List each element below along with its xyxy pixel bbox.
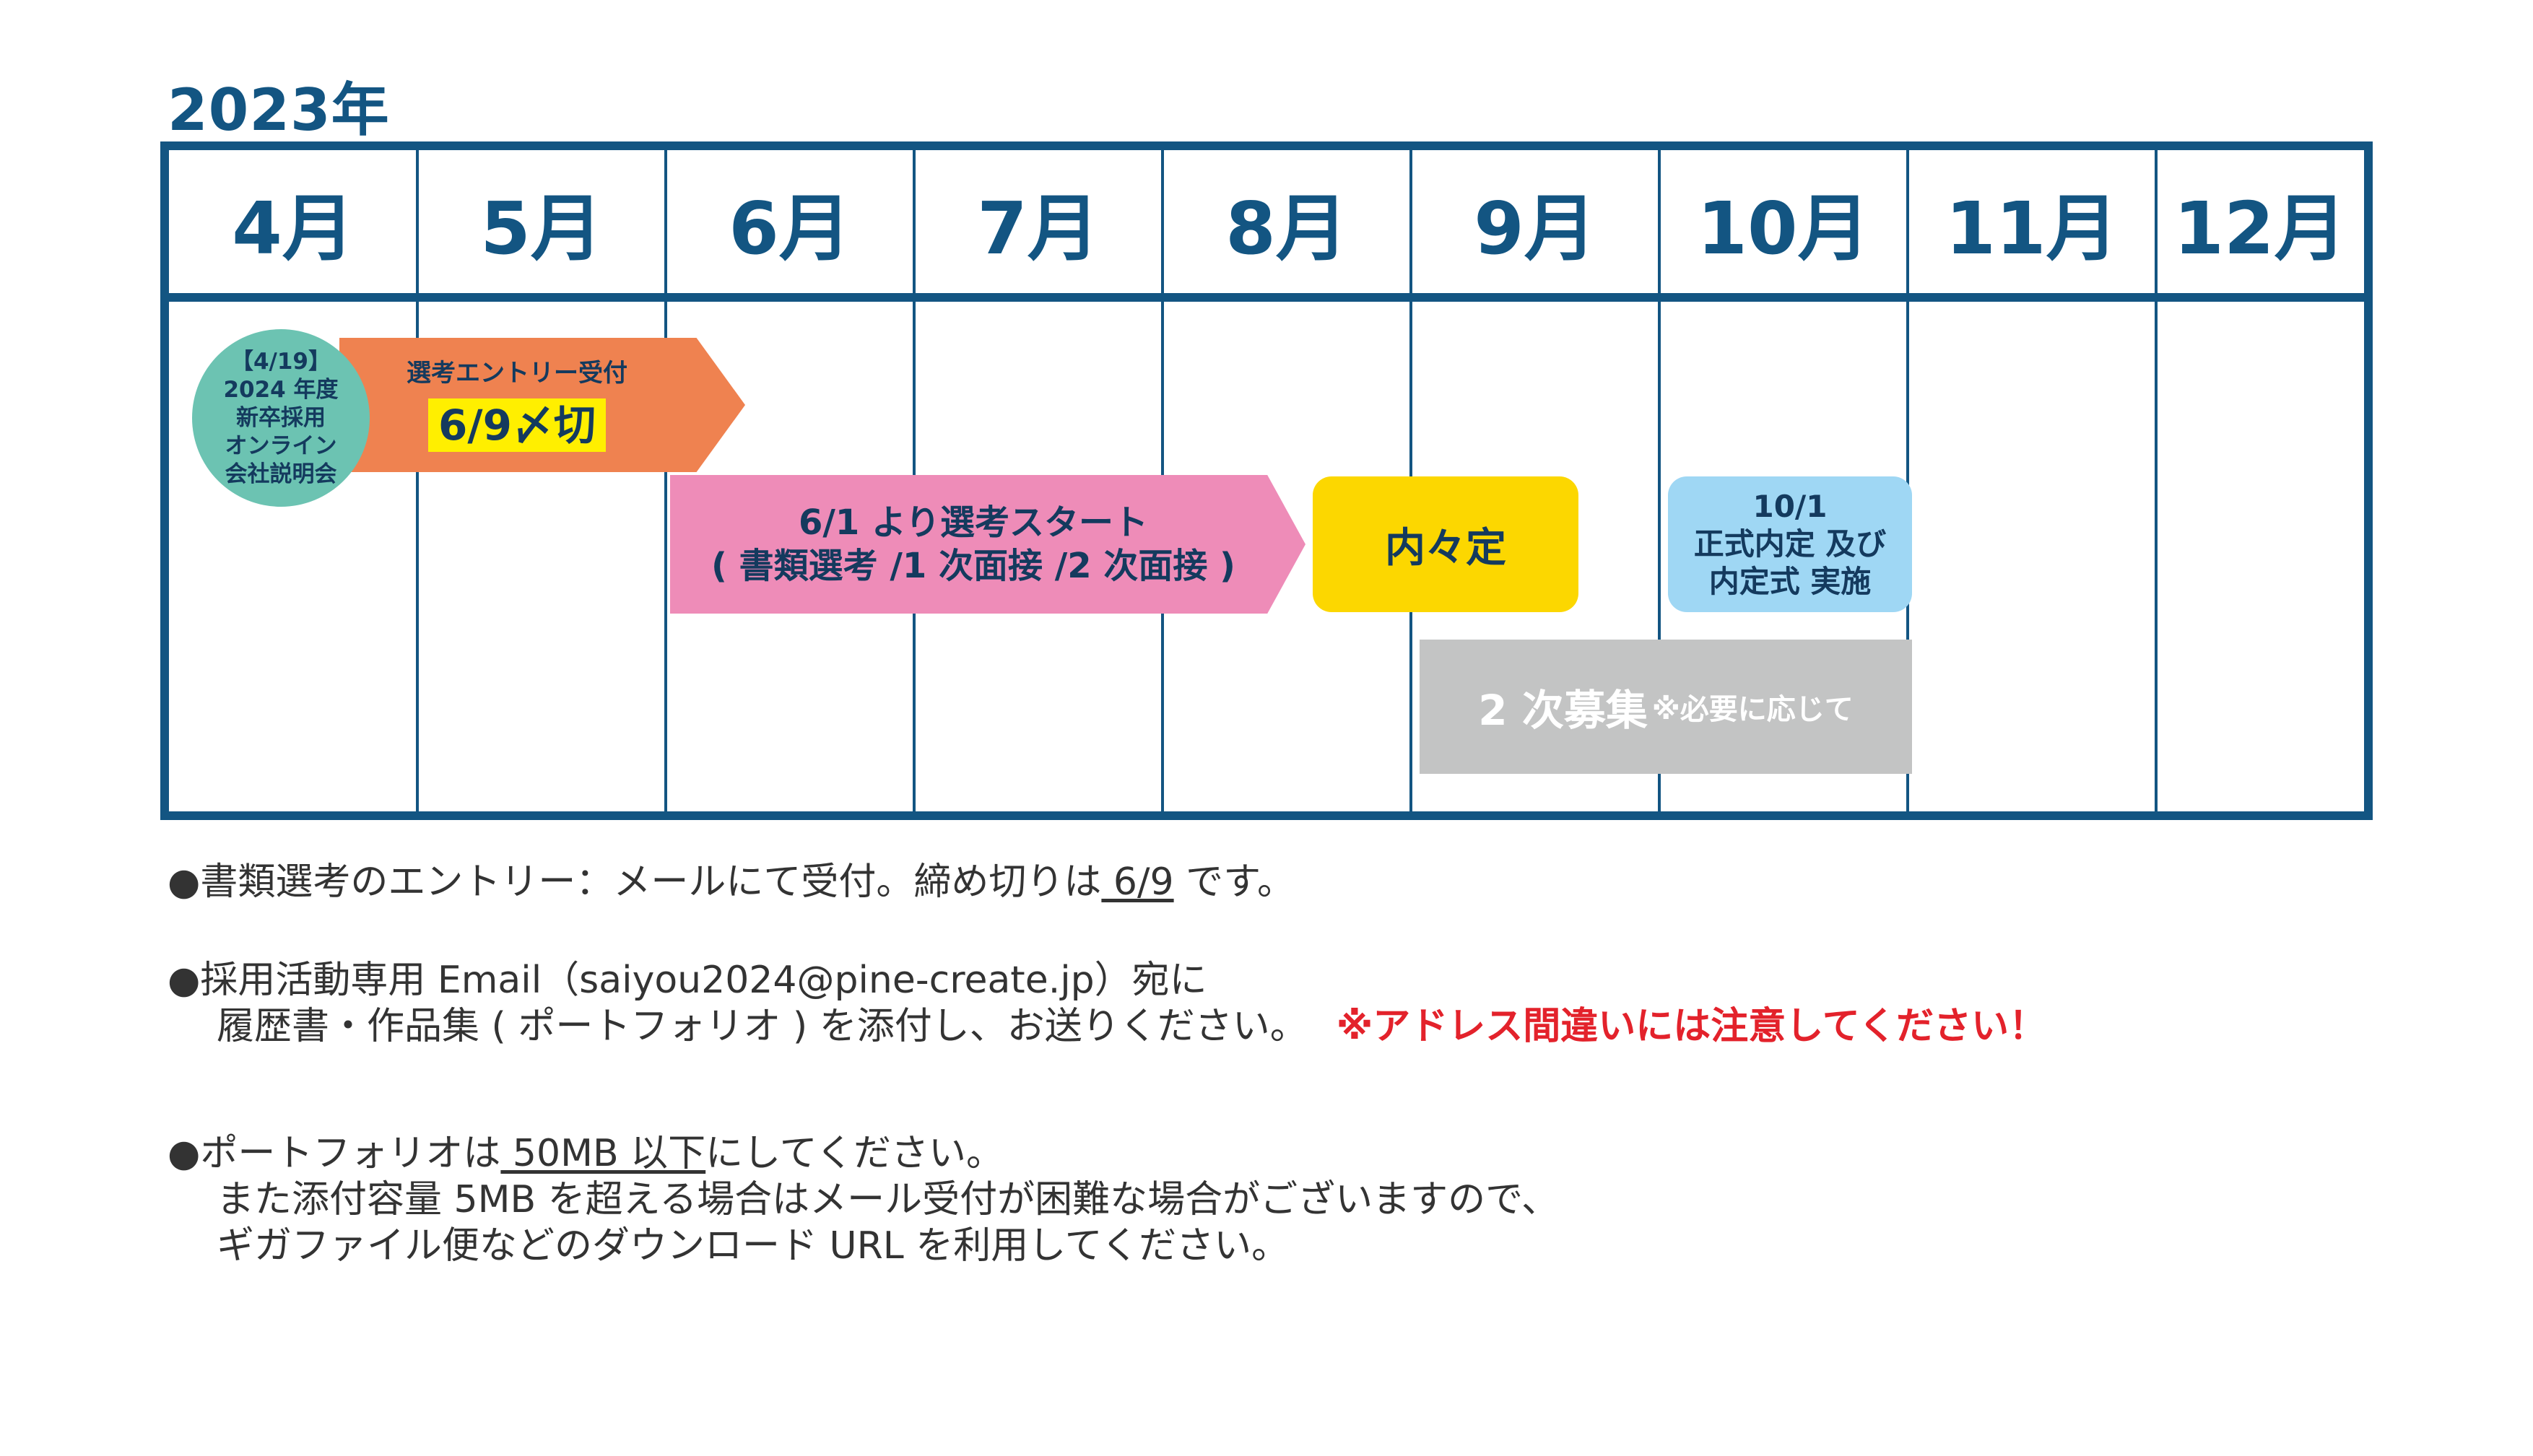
month-november: 11月 (1945, 186, 2119, 271)
email-instruction: 採用活動専用 Email（saiyou2024@pine-create.jp）宛… (200, 959, 1207, 1002)
month-september: 9月 (1474, 186, 1596, 271)
formal-offer-line: 正式内定 及び (1693, 526, 1887, 562)
formal-offer-line: 内定式 実施 (1708, 564, 1872, 599)
address-warning: ※アドレス間違いには注意してください！ (1336, 1005, 2047, 1048)
note-text: にしてください。 (705, 1132, 1004, 1175)
deadline-date: 6/9 (1101, 860, 1174, 904)
note-email-line2: 履歴書・作品集 ( ポートフォリオ ) を添付し、お送りください。 ※アドレス間違… (217, 1003, 2046, 1050)
second-round-note: ※必要に応じて (1651, 693, 1854, 726)
second-round-box: 2 次募集 ※必要に応じて (1420, 640, 1912, 774)
note-portfolio-line2: また添付容量 5MB を超える場合はメール受付が困難な場合がございますので、 (217, 1178, 1560, 1221)
briefing-date: 【4/19】 (230, 348, 331, 375)
entry-period-arrow: 選考エントリー受付 6/9〆切 (339, 338, 745, 472)
selection-steps: ( 書類選考 /1 次面接 /2 次面接 ) (711, 546, 1235, 586)
naitei-box: 内々定 (1313, 476, 1578, 612)
note-portfolio: ●ポートフォリオは 50MB 以下にしてください。 (168, 1130, 1004, 1177)
briefing-line: 新卒採用 (236, 404, 326, 431)
briefing-circle: 【4/19】 2024 年度 新卒採用 オンライン 会社説明会 (192, 329, 370, 507)
note-email: ●採用活動専用 Email（saiyou2024@pine-create.jp）… (168, 957, 1207, 1003)
column-divider (2155, 150, 2158, 811)
formal-offer-box: 10/1 正式内定 及び 内定式 実施 (1668, 476, 1912, 612)
second-round-label: 2 次募集 (1478, 686, 1648, 735)
note-text: 書類選考のエントリー：メールにて受付。締め切りは (200, 860, 1102, 904)
size-limit: 50MB 以下 (500, 1132, 706, 1175)
month-august: 8月 (1225, 186, 1348, 271)
month-july: 7月 (977, 186, 1100, 271)
entry-title: 選考エントリー受付 (407, 358, 627, 388)
month-may: 5月 (480, 186, 603, 271)
month-header-row: 4月 5月 6月 7月 8月 9月 10月 11月 12月 (169, 150, 2364, 302)
selection-period-arrow: 6/1 より選考スタート ( 書類選考 /1 次面接 /2 次面接 ) (670, 475, 1305, 614)
column-divider (416, 150, 419, 811)
briefing-line: 2024 年度 (223, 376, 339, 403)
selection-start: 6/1 より選考スタート (798, 502, 1149, 543)
month-june: 6月 (729, 186, 851, 271)
briefing-line: 会社説明会 (225, 461, 337, 487)
bullet: ● (168, 860, 201, 904)
note-portfolio-line3: ギガファイル便などのダウンロード URL を利用してください。 (217, 1224, 1290, 1268)
attachment-instruction: 履歴書・作品集 ( ポートフォリオ ) を添付し、お送りください。 (217, 1005, 1308, 1048)
formal-offer-date: 10/1 (1752, 489, 1828, 524)
note-text: です。 (1173, 860, 1295, 904)
column-divider (1906, 150, 1909, 811)
schedule-table: 4月 5月 6月 7月 8月 9月 10月 11月 12月 (160, 141, 2373, 820)
column-divider (1658, 150, 1661, 811)
briefing-line: オンライン (225, 432, 337, 459)
bullet: ● (168, 1132, 201, 1175)
month-april: 4月 (232, 186, 355, 271)
entry-deadline: 6/9〆切 (428, 398, 606, 452)
month-december: 12月 (2173, 186, 2347, 271)
note-entry: ●書類選考のエントリー：メールにて受付。締め切りは 6/9 です。 (168, 859, 1295, 905)
note-text: ポートフォリオは (200, 1132, 501, 1175)
bullet: ● (168, 959, 201, 1002)
year-label: 2023年 (168, 77, 390, 144)
column-divider (664, 150, 667, 811)
month-october: 10月 (1697, 186, 1870, 271)
